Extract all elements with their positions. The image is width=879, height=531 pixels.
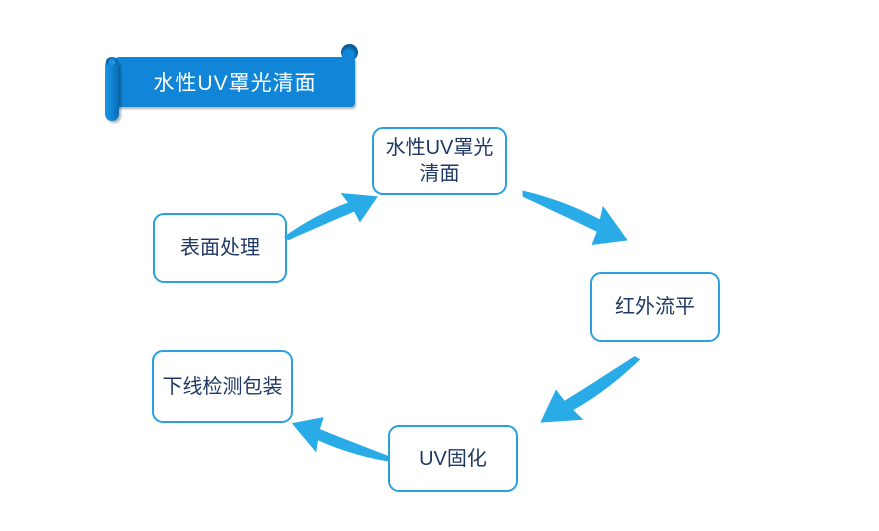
banner-band: 水性UV罩光清面 [115, 57, 355, 107]
flow-node-offline-inspection-packing: 下线检测包装 [152, 350, 293, 423]
page-title: 水性UV罩光清面 [153, 72, 317, 95]
flow-node-uv-curing: UV固化 [388, 425, 518, 492]
banner-scroll-curl-icon [341, 44, 358, 61]
flow-node-infrared-leveling: 红外流平 [590, 272, 720, 342]
title-banner: 水性UV罩光清面 [105, 44, 360, 124]
flow-node-label: 水性UV罩光 清面 [385, 137, 494, 185]
flow-node-label: 下线检测包装 [162, 375, 283, 398]
flow-node-label: UV固化 [419, 447, 487, 470]
banner-scroll-roll-icon [105, 59, 119, 121]
flow-arrow-topcoat-to-infrared-icon [519, 159, 638, 263]
flow-arrow-surface-to-topcoat-icon [276, 184, 383, 241]
flow-arrow-infrared-to-uvcure-icon [529, 354, 655, 436]
flow-node-surface-treatment: 表面处理 [153, 213, 287, 283]
flow-arrow-uvcure-to-offline-icon [284, 402, 392, 491]
flow-node-label: 红外流平 [615, 296, 695, 318]
banner-scroll-roll-cap-icon [106, 57, 118, 66]
flow-node-topcoat: 水性UV罩光 清面 [372, 127, 507, 195]
flow-node-label: 表面处理 [180, 237, 260, 259]
